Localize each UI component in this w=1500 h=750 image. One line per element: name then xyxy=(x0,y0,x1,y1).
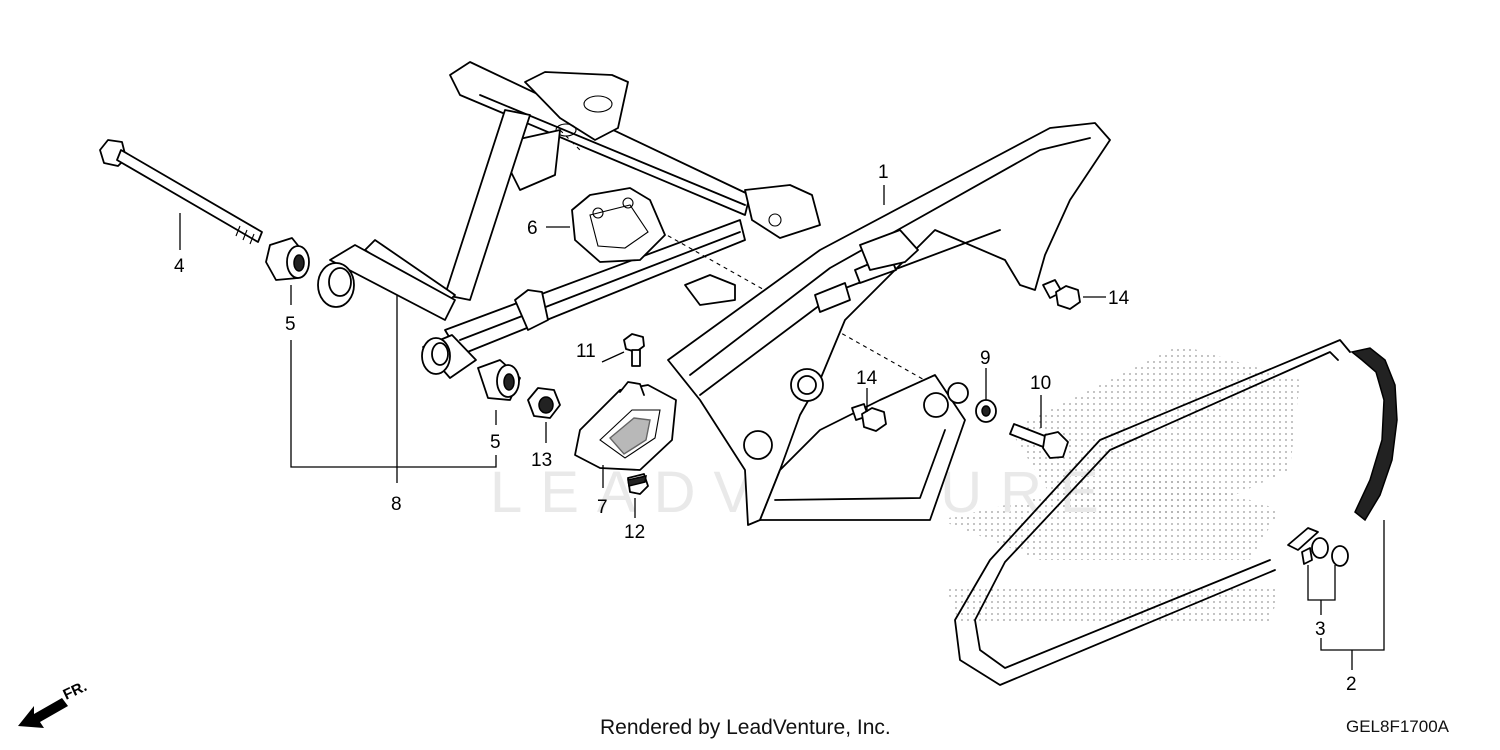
callouts: 1 2 3 4 5 5 6 7 8 9 10 11 12 13 14 14 xyxy=(174,162,1357,695)
callout-8: 8 xyxy=(391,494,402,515)
callout-11: 11 xyxy=(576,341,596,362)
callout-2: 2 xyxy=(1346,674,1357,695)
credit-text: Rendered by LeadVenture, Inc. xyxy=(600,716,891,739)
callout-12: 12 xyxy=(624,522,645,543)
part-5-bushing-lower[interactable] xyxy=(477,359,521,401)
brand-wing-watermark xyxy=(940,345,1300,625)
front-arrow-icon xyxy=(18,698,68,728)
part-2-drive-chain[interactable] xyxy=(954,339,1398,686)
part-11-screw[interactable] xyxy=(623,333,645,367)
part-14-bolt-upper[interactable] xyxy=(1042,279,1081,310)
callout-4: 4 xyxy=(174,256,185,277)
callout-6: 6 xyxy=(527,218,538,239)
part-7-chain-guide[interactable] xyxy=(574,381,677,471)
part-13-nut[interactable] xyxy=(527,387,561,419)
part-3-master-link[interactable] xyxy=(1287,527,1349,567)
callout-10: 10 xyxy=(1030,373,1051,394)
alignment-line xyxy=(639,219,961,401)
part-4-pivot-bolt[interactable] xyxy=(99,139,263,245)
diagram-code: GEL8F1700A xyxy=(1346,717,1450,736)
callout-3: 3 xyxy=(1315,619,1326,640)
part-1-chain-case[interactable] xyxy=(667,122,1111,526)
front-label: FR. xyxy=(61,678,90,704)
part-10-bolt[interactable] xyxy=(1009,423,1069,459)
part-6-chain-slider[interactable] xyxy=(571,187,666,263)
callout-9: 9 xyxy=(980,348,991,369)
part-5-bushing-upper[interactable] xyxy=(265,237,310,281)
callout-13: 13 xyxy=(531,450,552,471)
part-9-washer[interactable] xyxy=(975,399,997,423)
part-12-cap[interactable] xyxy=(627,473,649,495)
callout-14-lower: 14 xyxy=(856,368,878,389)
callout-7: 7 xyxy=(597,497,608,518)
callout-14-upper: 14 xyxy=(1108,288,1130,309)
callout-5-lower: 5 xyxy=(490,432,501,453)
part-14-bolt-lower[interactable] xyxy=(851,403,887,432)
front-direction-indicator: FR. xyxy=(18,678,90,728)
swing-arm[interactable] xyxy=(317,61,821,379)
callout-1: 1 xyxy=(878,162,889,183)
leader-lines xyxy=(179,185,1385,670)
callout-5-upper: 5 xyxy=(285,314,296,335)
